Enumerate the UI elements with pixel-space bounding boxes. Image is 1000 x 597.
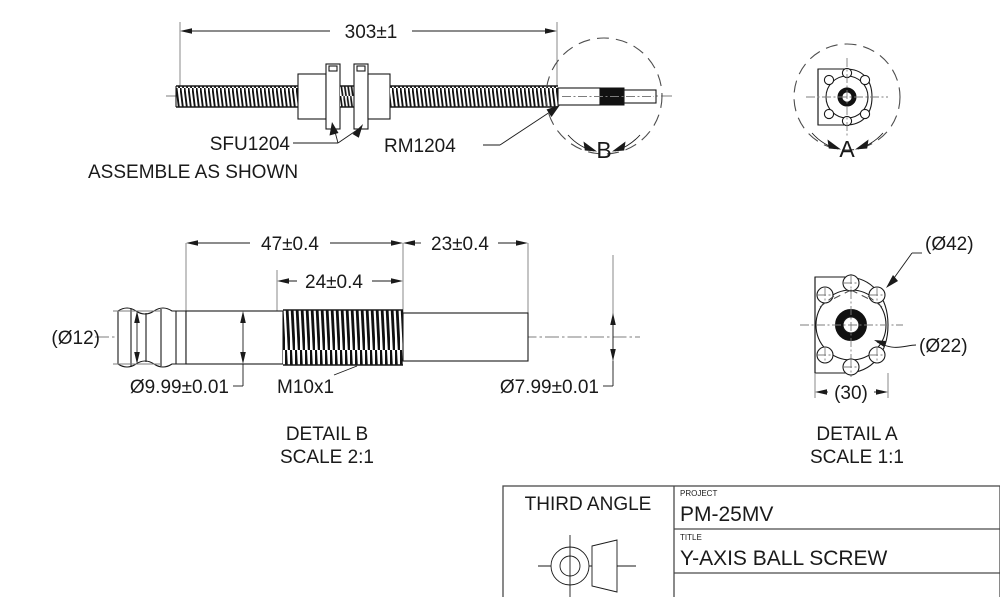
callout-label-sfu1204: SFU1204	[210, 134, 291, 155]
detail-a-view: (Ø42) (Ø22) (30) DETAIL A SCALE 1:1	[800, 234, 974, 468]
callout-thread-m10: M10x1	[277, 365, 358, 398]
dimension-value-thread: M10x1	[277, 377, 334, 398]
assembly-note: ASSEMBLE AS SHOWN	[88, 162, 298, 183]
callout-rm1204: RM1204	[384, 105, 560, 157]
dimension-value-dia-42: (Ø42)	[925, 234, 974, 255]
view-a-marker-letter: A	[839, 136, 855, 162]
detail-a-scale: SCALE 1:1	[810, 447, 904, 468]
dimension-value-dia-22: (Ø22)	[919, 336, 968, 357]
dimension-23: 23±0.4	[403, 234, 528, 255]
detail-a-title: DETAIL A	[816, 424, 898, 445]
dimension-value-overall: 303±1	[345, 22, 398, 43]
dimension-24: 24±0.4	[277, 272, 403, 293]
title-block: THIRD ANGLE PROJECT PM-25MV TITLE Y-AXIS…	[502, 485, 1000, 597]
screw-thread-left	[175, 85, 298, 108]
callout-label-rm1204: RM1204	[384, 136, 456, 157]
project-caption: PROJECT	[680, 489, 717, 498]
title-value: Y-AXIS BALL SCREW	[680, 547, 888, 570]
project-value: PM-25MV	[680, 503, 773, 526]
dimension-value-dia-12: (Ø12)	[51, 328, 100, 349]
detail-a-bolt-holes	[816, 274, 886, 376]
dimension-value-width-30: (30)	[834, 383, 868, 404]
detail-b-journal-799	[402, 312, 529, 362]
dimension-value-23: 23±0.4	[431, 234, 489, 255]
main-ball-screw-view: 303±1	[88, 22, 672, 183]
dimension-dia-12: (Ø12)	[51, 310, 160, 365]
detail-b-title: DETAIL B	[286, 424, 368, 445]
detail-a-flange	[800, 274, 903, 377]
dimension-dia-799: Ø7.99±0.01	[500, 313, 616, 398]
dimension-value-dia-999: Ø9.99±0.01	[130, 377, 229, 398]
detail-b-journal-999	[185, 310, 284, 365]
third-angle-projection-symbol	[538, 535, 636, 597]
dimension-overall-length: 303±1	[179, 22, 558, 96]
view-a-indicator: A	[793, 43, 901, 162]
dimension-47: 47±0.4	[186, 234, 403, 255]
dimension-value-24: 24±0.4	[305, 272, 363, 293]
journal-end	[557, 87, 657, 106]
detail-b-scale: SCALE 2:1	[280, 447, 374, 468]
dimension-dia-42: (Ø42)	[886, 234, 974, 288]
title-caption: TITLE	[680, 533, 702, 542]
detail-b-screw-thread-stub	[117, 307, 187, 368]
dimension-value-47: 47±0.4	[261, 234, 319, 255]
view-a-flange-endview	[806, 58, 888, 137]
detail-b-indicator: B	[545, 37, 663, 163]
detail-b-view: 47±0.4 23±0.4 24±0.4	[51, 234, 640, 468]
screw-thread-right	[390, 85, 558, 108]
dimension-dia-999: Ø9.99±0.01	[130, 311, 246, 398]
dimension-width-30: (30)	[814, 373, 889, 404]
dimension-value-dia-799: Ø7.99±0.01	[500, 377, 599, 398]
callout-sfu1204: SFU1204	[210, 122, 363, 155]
projection-label: THIRD ANGLE	[525, 494, 652, 515]
detail-b-marker-letter: B	[596, 137, 611, 163]
dimension-dia-22: (Ø22)	[874, 336, 968, 357]
detail-b-thread-m10	[283, 309, 403, 366]
